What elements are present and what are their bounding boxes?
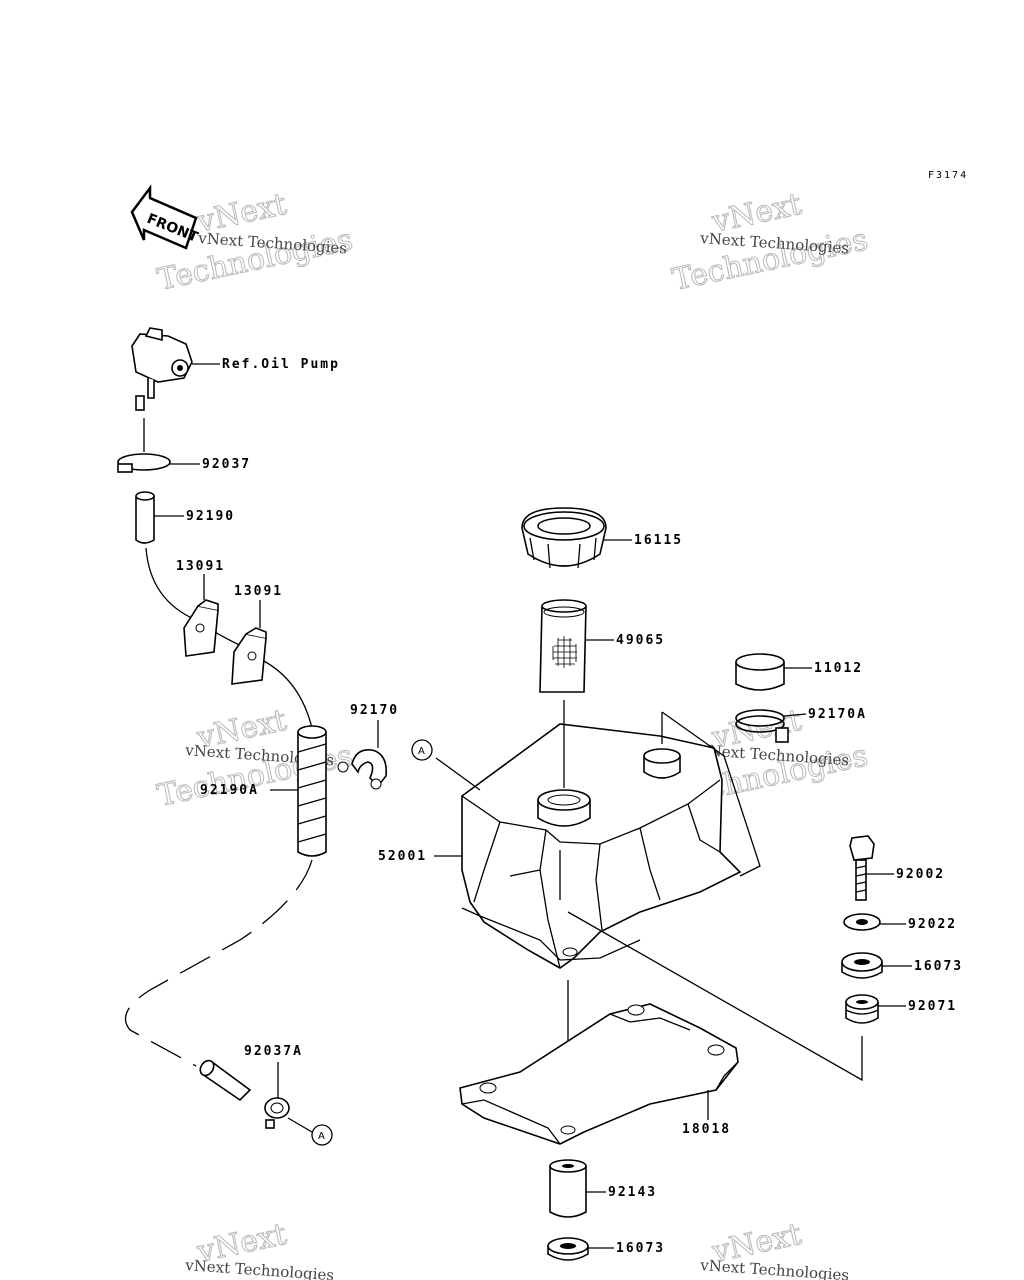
- label-52001: 52001: [378, 849, 427, 864]
- part-92190: 92190: [135, 491, 235, 544]
- part-16073-lower: 16073: [547, 1237, 665, 1261]
- label-13091-b: 13091: [234, 584, 283, 599]
- part-92037: 92037: [117, 418, 251, 473]
- part-18018: 18018: [459, 1003, 739, 1145]
- part-13091-a: 13091: [176, 559, 225, 657]
- figure-code: F3174: [928, 170, 968, 181]
- part-92143: 92143: [549, 1159, 657, 1218]
- part-92071: 92071: [845, 994, 957, 1024]
- label-16115: 16115: [634, 533, 683, 548]
- label-92071: 92071: [908, 999, 957, 1014]
- label-49065: 49065: [616, 633, 665, 648]
- label-11012: 11012: [814, 661, 863, 676]
- callout-a-bottom: A: [311, 1124, 333, 1146]
- label-92190: 92190: [186, 509, 235, 524]
- label-92170: 92170: [350, 703, 399, 718]
- part-49065: 49065: [539, 599, 665, 693]
- part-92170A: 92170A: [735, 707, 867, 743]
- part-92190A: 92190A: [200, 725, 327, 857]
- part-92037A: 92037A: [199, 1044, 313, 1133]
- label-16073-upper: 16073: [914, 959, 963, 974]
- label-92037A: 92037A: [244, 1044, 303, 1059]
- label-92170A: 92170A: [808, 707, 867, 722]
- label-92022: 92022: [908, 917, 957, 932]
- part-52001-tank: 52001: [378, 723, 742, 969]
- label-92143: 92143: [608, 1185, 657, 1200]
- label-92190A: 92190A: [200, 783, 259, 798]
- oil-pump: Ref.Oil Pump: [131, 327, 340, 411]
- label-13091-a: 13091: [176, 559, 225, 574]
- svg-text:A: A: [318, 1131, 325, 1142]
- svg-text:A: A: [418, 746, 425, 757]
- part-11012: 11012: [735, 653, 863, 691]
- watermark-line: vNext Technologies: [184, 1256, 335, 1280]
- watermark-line: vNext Technologies: [699, 1256, 850, 1280]
- part-16115: 16115: [521, 507, 683, 569]
- callout-a-top: A: [411, 739, 433, 761]
- label-18018: 18018: [682, 1122, 731, 1137]
- label-16073-lower: 16073: [616, 1241, 665, 1256]
- part-92002: 92002: [849, 835, 945, 901]
- part-92170: 92170: [337, 703, 399, 790]
- part-92022: 92022: [843, 913, 957, 932]
- label-ref-oil-pump: Ref.Oil Pump: [222, 357, 340, 372]
- front-arrow: FRONT: [130, 184, 201, 250]
- label-92037: 92037: [202, 457, 251, 472]
- part-13091-b: 13091: [231, 584, 283, 685]
- part-16073-upper: 16073: [841, 952, 963, 979]
- label-92002: 92002: [896, 867, 945, 882]
